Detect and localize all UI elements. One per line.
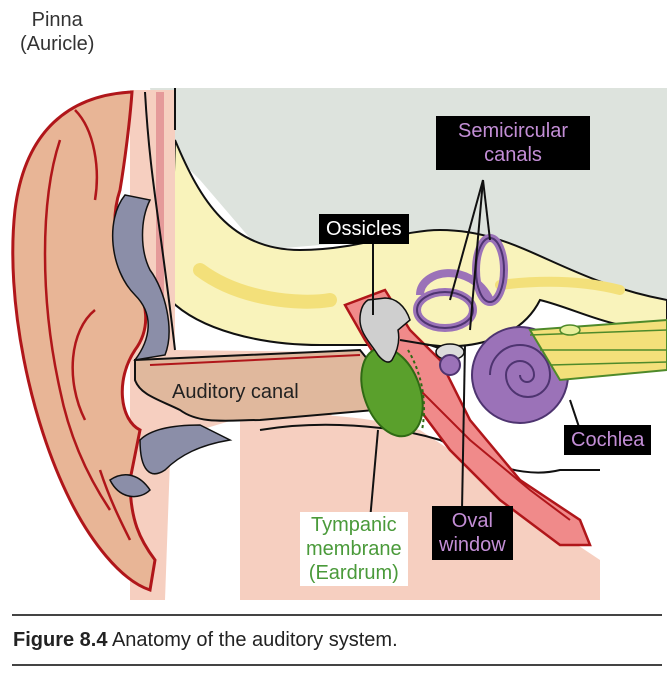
caption-bottom-rule [12, 664, 662, 666]
auditory-canal-label: Auditory canal [172, 381, 299, 403]
head-skin [130, 90, 345, 600]
cochlea-label: Cochlea [564, 425, 652, 455]
caption-top-rule [12, 614, 662, 616]
tympanic-membrane-label: Tympanic membrane (Eardrum) [300, 512, 408, 586]
oval-window-label: Oval window [432, 506, 513, 560]
ear-anatomy-diagram [11, 88, 667, 600]
ossicles-label: Ossicles [319, 214, 409, 244]
caption-text: Anatomy of the auditory system. [107, 629, 398, 651]
auditory-canal [134, 348, 382, 422]
semicircular-canals-label: Semicircular canals [436, 116, 590, 170]
figure-caption: Figure 8.4 Anatomy of the auditory syste… [13, 627, 398, 653]
cartilage-upper [112, 194, 170, 362]
cartilage-lower [139, 424, 233, 475]
figure-number: Figure 8.4 [13, 629, 108, 651]
leader-lines [369, 179, 581, 521]
pinna-label: Pinna (Auricle) [20, 9, 95, 55]
